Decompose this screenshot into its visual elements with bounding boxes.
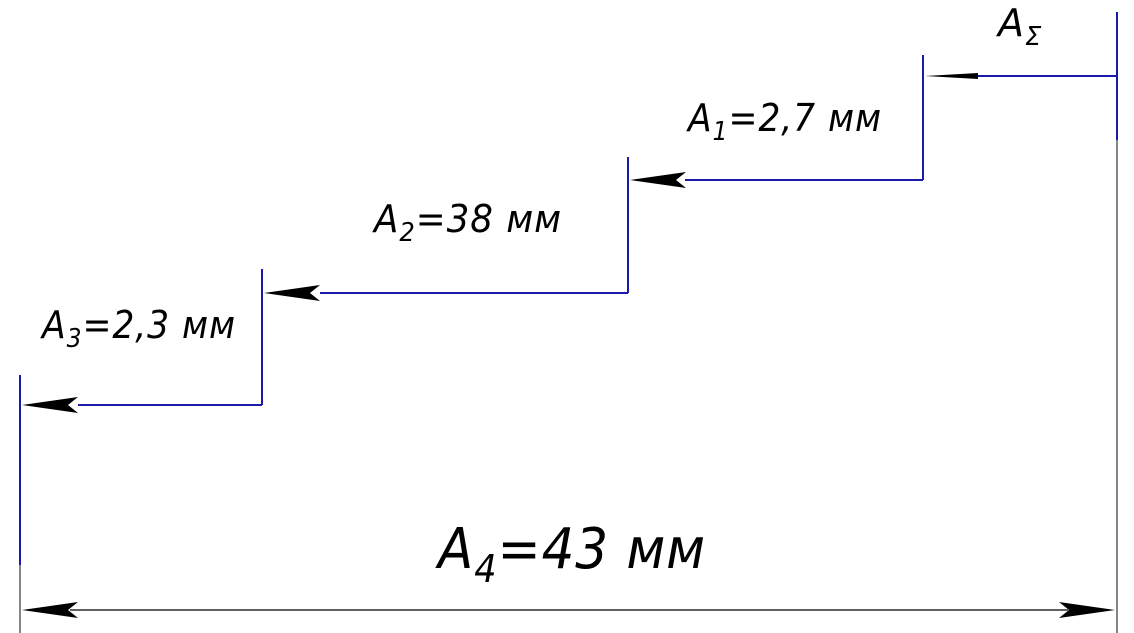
arrow-head-a4-right [1059,602,1115,618]
arrow-head-a3 [22,397,78,413]
arrow-head-a-sigma [925,73,978,79]
dimension-lines [78,75,1117,406]
extension-lines [19,12,1118,633]
label-a-sigma: AΣ [995,1,1042,52]
label-a1: A1=2,7 мм [685,96,882,147]
label-a3: A3=2,3 мм [39,303,236,354]
label-a2: A2=38 мм [371,197,562,248]
arrow-head-a4-left [22,602,78,618]
arrow-head-a1 [630,172,686,188]
label-a4: A4=43 мм [435,517,706,591]
arrow-head-a2 [264,285,320,301]
arrowheads [22,73,1115,618]
